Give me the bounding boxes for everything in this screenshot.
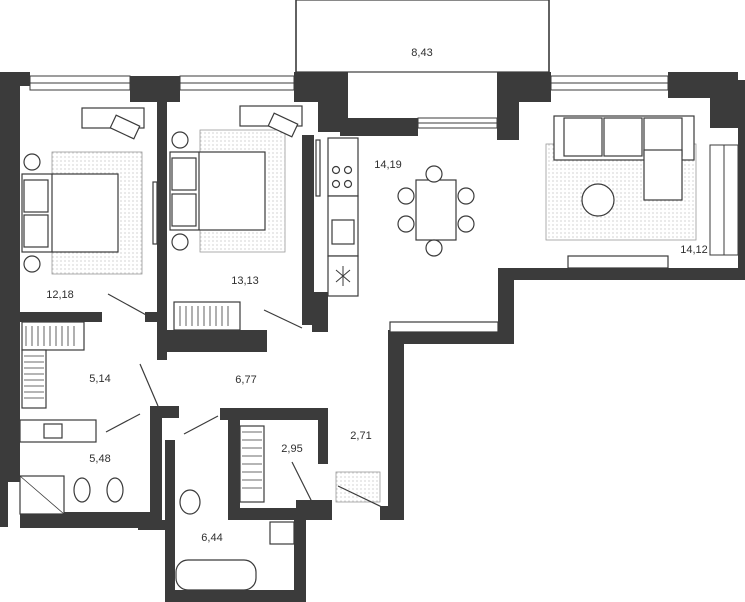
windows [29,75,739,256]
bedroom2-furniture [169,105,321,253]
area-label-corridor: 2,71 [350,430,371,442]
area-label-wardrobe: 5,14 [89,373,110,385]
balcony [295,0,550,73]
area-label-kitchen: 14,19 [374,159,402,171]
walls [0,72,745,602]
area-label-bathroom2: 6,44 [201,532,222,544]
area-label-balcony: 8,43 [411,47,432,59]
area-label-hall: 6,77 [235,374,256,386]
living-furniture [389,115,697,333]
area-label-storage: 2,95 [281,443,302,455]
bedroom1-furniture [21,107,158,275]
area-label-bedroom2: 13,13 [231,275,259,287]
area-label-living: 14,12 [680,244,708,256]
bathroom2-furniture [175,489,295,591]
area-labels: 8,43 14,19 14,12 12,18 13,13 5,14 6,77 5… [46,47,708,544]
wardrobe-furniture [21,301,381,503]
area-label-bathroom1: 5,48 [89,453,110,465]
kitchen-furniture [327,137,475,297]
area-label-bedroom1: 12,18 [46,289,74,301]
door-swings [105,293,385,509]
bathroom1-furniture [19,419,124,515]
